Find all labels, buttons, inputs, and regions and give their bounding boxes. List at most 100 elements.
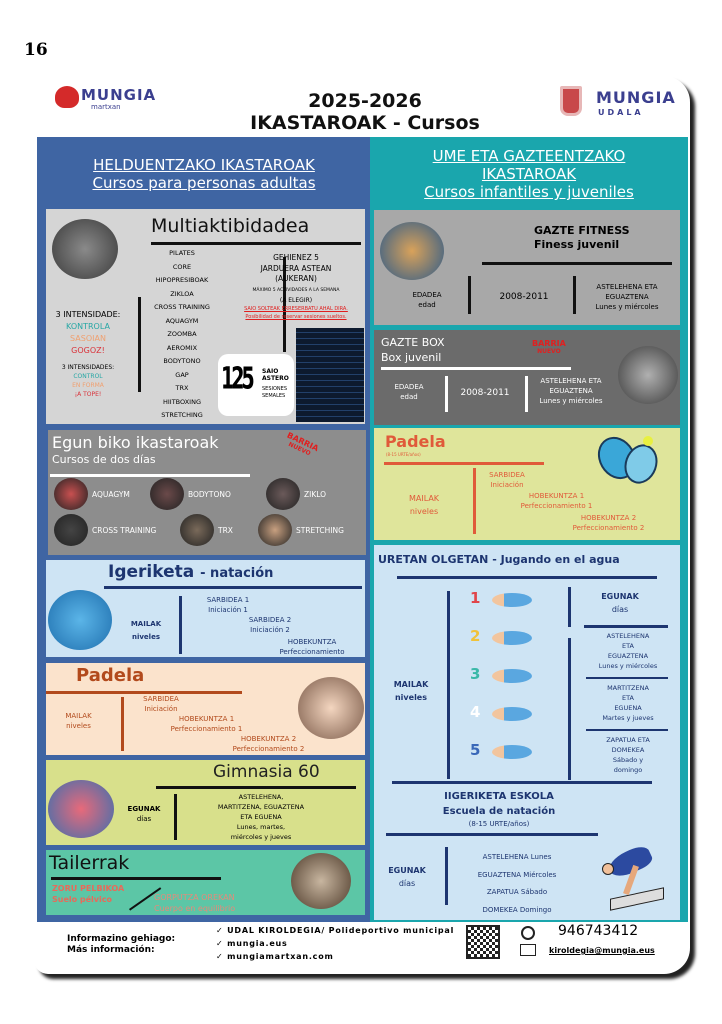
check-icon: ✓	[216, 952, 228, 961]
divider	[46, 691, 242, 694]
divider	[392, 781, 652, 784]
divider	[138, 297, 141, 392]
course-label: ZIKLO	[304, 490, 327, 499]
activity-item: BODYTONO	[163, 357, 201, 365]
yoga-photo	[291, 853, 351, 909]
diving-swimmer-icon	[598, 842, 668, 913]
level-number: 4	[470, 703, 481, 721]
check-icon: ✓	[216, 926, 228, 935]
boxing-bag-photo	[618, 346, 678, 404]
seniors-photo	[48, 780, 114, 838]
padel-photo	[298, 677, 364, 739]
course-photo	[54, 478, 88, 510]
fitness-photo	[380, 222, 444, 280]
link-mungia[interactable]: mungia.eus	[227, 939, 288, 948]
multi-title: Multiaktibidadea	[151, 215, 310, 237]
course-photo	[150, 478, 184, 510]
divider	[283, 257, 286, 352]
divider	[482, 262, 672, 265]
phone-number[interactable]: 946743412	[558, 923, 639, 939]
activity-item: CORE	[172, 262, 192, 271]
swimmer-icon	[492, 631, 532, 645]
level-number: 2	[470, 627, 481, 645]
activity-item: AEROMIX	[166, 343, 198, 352]
divider	[151, 242, 361, 245]
logo-mungia-martxan: MUNGIA martxan	[55, 84, 165, 114]
divider	[584, 625, 668, 628]
level-number: 1	[470, 589, 481, 607]
level-number: 5	[470, 741, 481, 759]
divider	[156, 786, 356, 789]
divider	[445, 847, 448, 905]
swimmer-icon	[492, 707, 532, 721]
divider	[384, 462, 544, 465]
divider	[381, 367, 571, 370]
padel-rackets-icon	[590, 429, 669, 491]
water-play-panel: URETAN OLGETAN - Jugando en el agua MAIL…	[374, 545, 680, 920]
coat-of-arms-icon	[560, 86, 582, 116]
swimmer-icon	[492, 593, 532, 607]
activity-item: HIPOPRESIBOAK	[155, 276, 209, 284]
divider	[468, 276, 471, 314]
schedule-thumbnail[interactable]	[296, 328, 364, 422]
activity-item: PILATES	[169, 249, 195, 257]
two-day-courses-panel: Egun biko ikastaroak Cursos de dos días …	[48, 430, 366, 555]
sessions-badge: 125 SAIO ASTERO SESIONES SEMALES	[218, 354, 294, 416]
divider	[51, 877, 221, 880]
divider	[397, 576, 657, 579]
activity-item: ZIKLOA	[170, 289, 194, 298]
heart-logo-icon	[55, 86, 79, 108]
divider	[586, 729, 668, 731]
link-polideportivo[interactable]: UDAL KIROLDEGIA/ Polideportivo municipal	[227, 926, 455, 935]
course-photo	[258, 514, 292, 546]
qr-code[interactable]	[466, 925, 500, 959]
more-info-label: Informazino gehiago:Más información:	[67, 934, 176, 955]
activity-item: TRX	[175, 384, 189, 392]
link-mungiamartxan[interactable]: mungiamartxan.com	[227, 952, 334, 961]
course-photo	[180, 514, 214, 546]
whatsapp-icon	[521, 926, 535, 940]
level-number: 3	[470, 665, 481, 683]
intensity-box: 3 INTENSIDADE: KONTROLA SASOIAN GOGOZ! 3…	[55, 310, 121, 398]
activity-item: AQUAGYM	[165, 316, 199, 325]
mail-icon	[520, 944, 536, 956]
page-title: 2025-2026 IKASTAROAK - Cursos	[250, 90, 480, 134]
course-photo	[54, 514, 88, 546]
activity-item: STRETCHING	[161, 411, 203, 419]
divider	[386, 833, 598, 836]
divider	[573, 276, 576, 314]
activity-item: GAP	[175, 370, 189, 379]
max-activities: GEHIENEZ 5 JARDUERA ASTEAN (AUKERAN) MÁX…	[244, 253, 348, 320]
divider	[445, 376, 448, 412]
course-label: TRX	[218, 526, 233, 535]
course-label: CROSS TRAINING	[92, 526, 157, 535]
divider	[568, 587, 571, 627]
page-number: 16	[24, 40, 48, 60]
swimmer-icon	[492, 745, 532, 759]
footer-links: ✓ UDAL KIROLDEGIA/ Polideportivo municip…	[216, 924, 454, 963]
check-icon: ✓	[216, 939, 228, 948]
divider	[50, 474, 250, 477]
divider	[179, 596, 182, 654]
divider	[104, 586, 362, 589]
divider	[121, 697, 124, 751]
email-link[interactable]: kiroldegia@mungia.eus	[549, 946, 655, 955]
divider	[473, 468, 476, 534]
swimmer-photo	[48, 590, 112, 650]
divider	[174, 794, 177, 840]
gym-photo	[52, 219, 118, 279]
logo-mungia-udala: MUNGIA UDALA	[560, 86, 675, 122]
activity-item: ZOOMBA	[167, 330, 197, 338]
